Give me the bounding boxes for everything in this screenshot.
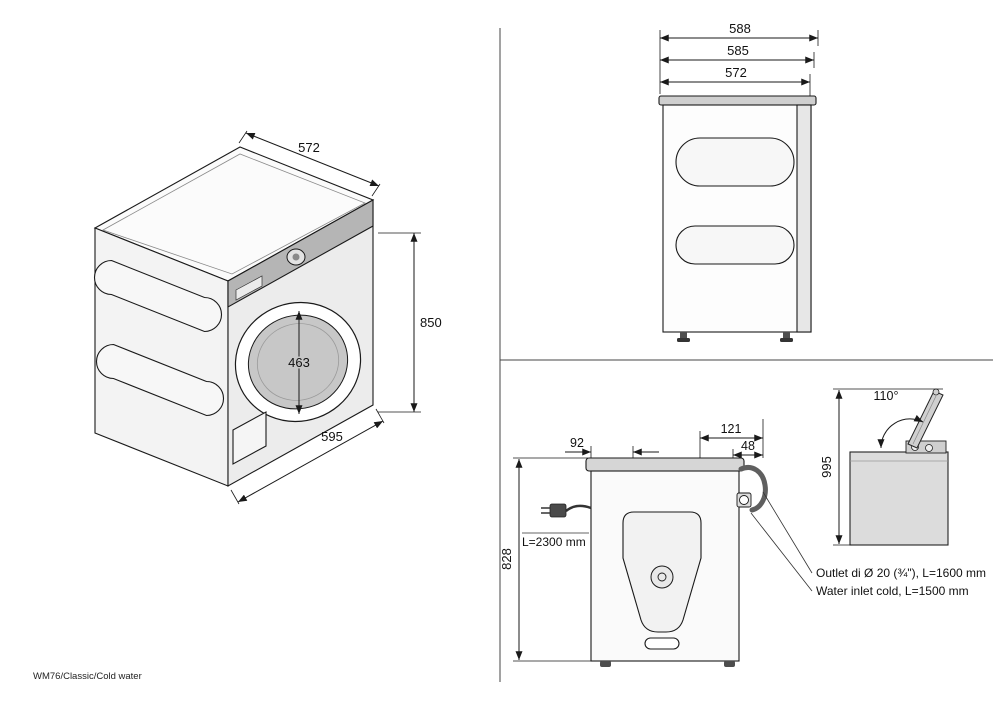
hinge-pin <box>925 444 933 452</box>
drain-hose <box>738 465 768 513</box>
dim-label-572-iso: 572 <box>298 140 320 155</box>
dim-label-463: 463 <box>288 355 310 370</box>
side-slot-upper <box>93 259 223 333</box>
witness-line <box>230 489 240 505</box>
witness-line <box>238 130 248 144</box>
power-cord <box>565 504 592 512</box>
dim-label-92: 92 <box>570 436 584 450</box>
inlet-leader-line <box>750 512 813 592</box>
lid-open-view: 110° 995 <box>819 388 949 546</box>
foot-left <box>680 332 687 339</box>
dim-label-585: 585 <box>727 43 749 58</box>
side-slot-lower <box>95 343 225 417</box>
lid-handle-curl <box>932 388 940 396</box>
rear-panel-knob-center <box>657 572 667 582</box>
model-footer-label: WM76/Classic/Cold water <box>33 671 142 682</box>
foot-left-base <box>677 338 690 342</box>
dim-label-828: 828 <box>499 548 514 570</box>
angle-arc <box>877 414 924 449</box>
power-plug <box>549 503 567 518</box>
dim-label-48: 48 <box>741 439 755 453</box>
foot-left <box>600 661 611 667</box>
inlet-label: Water inlet cold, L=1500 mm <box>816 584 969 598</box>
dim-door-diameter: 463 <box>287 311 311 414</box>
dim-line-595 <box>237 420 384 503</box>
rear-panel-knob <box>650 565 674 589</box>
front-panel-strip <box>796 104 812 333</box>
dim-top-depth: 572 <box>238 130 381 197</box>
dim-rear-height: 828 <box>499 457 593 662</box>
program-knob-center <box>292 253 300 261</box>
outlet-label: Outlet di Ø 20 (¾"), L=1600 mm <box>816 566 986 580</box>
dim-inlet-offset: 48 <box>732 439 763 459</box>
divider-lines <box>499 28 993 682</box>
dim-bottom-width: 595 <box>230 408 385 505</box>
dim-label-121: 121 <box>721 422 742 436</box>
dim-label-850: 850 <box>420 315 442 330</box>
water-inlet-valve <box>739 495 749 505</box>
top-lid-seam <box>102 153 366 275</box>
foot-right <box>783 332 790 339</box>
dim-label-995: 995 <box>819 456 834 478</box>
dim-label-588: 588 <box>729 21 751 36</box>
dim-label-572-side: 572 <box>725 65 747 80</box>
dim-cord-offset: 92 <box>565 436 659 458</box>
foot-right-base <box>780 338 793 342</box>
cord-length-label: L=2300 mm <box>522 535 586 549</box>
dim-hose-offset: 121 <box>699 419 764 458</box>
door-glass-inner-ring <box>256 323 340 401</box>
outlet-leader-line <box>762 491 813 574</box>
side-view: 588 585 572 <box>658 21 819 342</box>
machine-body <box>849 451 949 546</box>
dim-line-572-iso <box>245 132 380 187</box>
top-plate <box>585 457 745 472</box>
dim-open-height: 995 <box>819 388 943 546</box>
dim-height: 850 <box>378 232 442 413</box>
top-plate <box>658 95 817 106</box>
rear-view: L=2300 mm Outlet di Ø 20 (¾"), L=1600 mm… <box>499 419 986 667</box>
display-panel <box>235 275 263 301</box>
side-slot-lower <box>675 225 795 265</box>
side-slot-upper <box>675 137 795 187</box>
dim-depth-body: 572 <box>660 65 811 96</box>
isometric-view: 463 572 850 595 <box>93 130 442 505</box>
bottom-vent-slot <box>644 637 680 650</box>
angle-label-110: 110° <box>874 389 899 403</box>
dim-depth-mid: 585 <box>660 43 815 68</box>
foot-right <box>724 661 735 667</box>
dim-label-595: 595 <box>321 429 343 444</box>
